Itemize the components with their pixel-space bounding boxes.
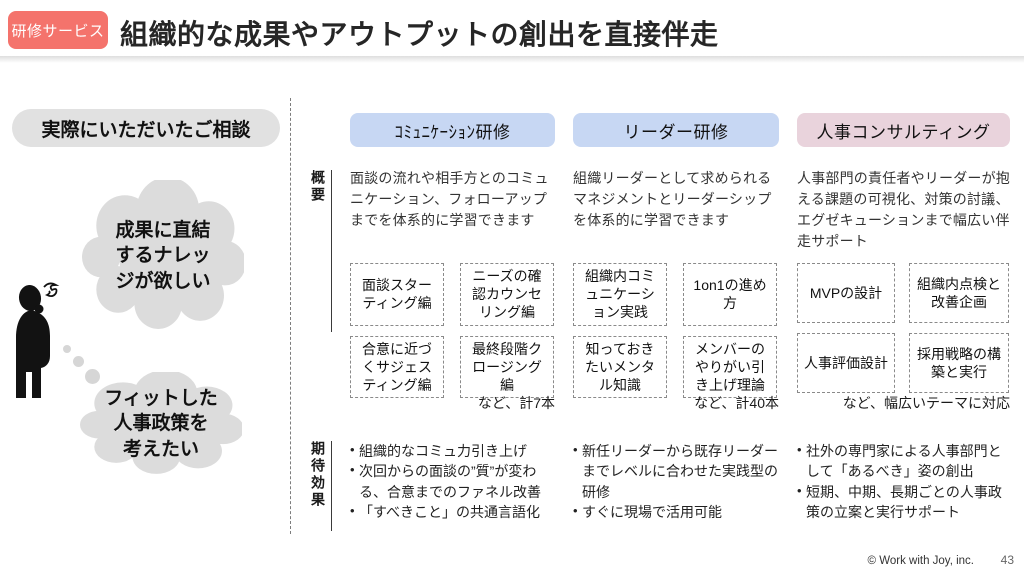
column-overview: 面談の流れや相手方とのコミュニケーション、フォローアップまでを体系的に学習できま… xyxy=(350,170,549,228)
row-label-line xyxy=(331,441,332,531)
consult-heading: 実際にいただいたご相談 xyxy=(12,109,280,147)
course-cards: MVPの設計 組織内点検と改善企画 人事評価設計 採用戦略の構築と実行 xyxy=(797,263,1009,393)
header-divider xyxy=(0,56,1024,63)
column-header: ｺﾐｭﾆｹｰｼｮﾝ研修 xyxy=(350,113,555,147)
effect-item: •次回からの面談の”質”が変わる、合意までのファネル改善 xyxy=(350,461,555,502)
effect-item: •新任リーダーから既存リーダーまでレベルに合わせた実践型の研修 xyxy=(573,441,779,502)
column-hr-consulting: 人事コンサルティング 人事部門の責任者やリーダーが抱える課題の可視化、対策の討議… xyxy=(797,113,1010,543)
course-card: 1on1の進め方 xyxy=(683,263,777,326)
course-card: 合意に近づくサジェスティング編 xyxy=(350,335,444,399)
course-card: 最終段階クロージング編 xyxy=(460,335,554,399)
thought-trail-dot xyxy=(63,345,71,353)
thought-bubble-1: 成果に直結 するナレッ ジが欲しい xyxy=(82,180,244,332)
cloud-shape-icon xyxy=(82,180,244,329)
thought-bubble-2-text: フィットした 人事政策を 考えたい xyxy=(104,387,218,460)
effect-item: •すぐに現場で活用可能 xyxy=(573,502,779,522)
cloud-shape-icon xyxy=(80,372,242,474)
course-card: 面談スターティング編 xyxy=(350,263,444,326)
thinking-person-icon xyxy=(16,282,60,398)
course-card: 知っておきたいメンタル知識 xyxy=(573,335,667,399)
cards-note: など、計7本 xyxy=(477,395,555,411)
effect-item: •短期、中期、長期ごとの人事政策の立案と実行サポート xyxy=(797,482,1010,523)
column-communication-training: ｺﾐｭﾆｹｰｼｮﾝ研修 面談の流れや相手方とのコミュニケーション、フォローアップ… xyxy=(350,113,555,543)
column-leader-training: リーダー研修 組織リーダーとして求められるマネジメントとリーダーシップを体系的に… xyxy=(573,113,779,543)
course-card: MVPの設計 xyxy=(797,263,895,323)
bullet-icon: • xyxy=(350,502,355,518)
thought-trail-dot xyxy=(73,356,84,367)
effect-item: •社外の専門家による人事部門として「あるべき」姿の創出 xyxy=(797,441,1010,482)
course-card: 組織内コミュニケーション実践 xyxy=(573,263,667,326)
page-title: 組織的な成果やアウトプットの創出を直接伴走 xyxy=(120,19,719,50)
thought-bubble-1-text: 成果に直結 するナレッ ジが欲しい xyxy=(115,219,211,292)
thought-bubble-2: フィットした 人事政策を 考えたい xyxy=(80,372,242,476)
course-card: 人事評価設計 xyxy=(797,333,895,393)
page-number: 43 xyxy=(1000,553,1014,567)
cards-note: など、幅広いテーマに対応 xyxy=(842,395,1010,411)
thought-trail-dot xyxy=(85,369,100,384)
row-label-overview: 概要 xyxy=(310,170,326,204)
bullet-icon: • xyxy=(573,442,578,457)
bullet-icon: • xyxy=(573,502,578,518)
course-card: 組織内点検と改善企画 xyxy=(909,263,1009,323)
bullet-icon: • xyxy=(350,462,355,478)
expected-effects: •新任リーダーから既存リーダーまでレベルに合わせた実践型の研修 •すぐに現場で活… xyxy=(573,441,779,522)
course-card: 採用戦略の構築と実行 xyxy=(909,333,1009,393)
course-card: ニーズの確認カウンセリング編 xyxy=(460,263,554,326)
effect-item: •「すべきこと」の共通言語化 xyxy=(350,502,555,522)
course-cards: 組織内コミュニケーション実践 1on1の進め方 知っておきたいメンタル知識 メン… xyxy=(573,263,777,399)
column-overview: 人事部門の責任者やリーダーが抱える課題の可視化、対策の討議、エグゼキューションま… xyxy=(797,170,1010,249)
bullet-icon: • xyxy=(797,482,802,498)
vertical-dashed-divider xyxy=(290,98,291,534)
copyright-text: © Work with Joy, inc. xyxy=(867,555,974,567)
category-badge: 研修サービス xyxy=(8,11,108,49)
column-header: リーダー研修 xyxy=(573,113,779,147)
row-label-line xyxy=(331,170,332,332)
column-overview: 組織リーダーとして求められるマネジメントとリーダーシップを体系的に学習できます xyxy=(573,170,772,228)
bullet-icon: • xyxy=(797,442,802,457)
expected-effects: •組織的なコミュ力引き上げ •次回からの面談の”質”が変わる、合意までのファネル… xyxy=(350,441,555,522)
row-label-effects: 期待効果 xyxy=(310,441,326,509)
expected-effects: •社外の専門家による人事部門として「あるべき」姿の創出 •短期、中期、長期ごとの… xyxy=(797,441,1010,522)
scribble-icon xyxy=(43,282,60,298)
course-cards: 面談スターティング編 ニーズの確認カウンセリング編 合意に近づくサジェスティング… xyxy=(350,263,554,399)
bullet-icon: • xyxy=(350,442,355,457)
effect-item: •組織的なコミュ力引き上げ xyxy=(350,441,555,461)
cards-note: など、計40本 xyxy=(694,395,779,411)
course-card: メンバーのやりがい引き上げ理論 xyxy=(683,335,777,399)
column-header: 人事コンサルティング xyxy=(797,113,1010,147)
